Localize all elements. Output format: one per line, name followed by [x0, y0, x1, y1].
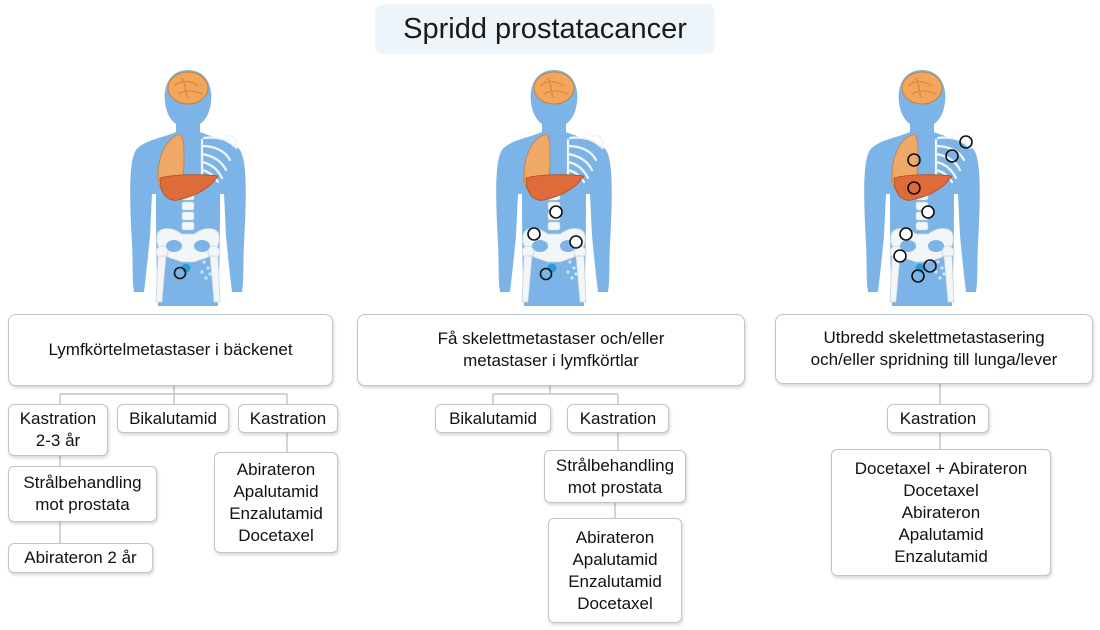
body-figure-widespread — [863, 68, 981, 306]
treatment-box-kastration-2: Kastration — [567, 404, 669, 433]
header-widespread-metastases: Utbredd skelettmetastasering och/eller s… — [775, 314, 1093, 384]
treatment-box-drugs-few-bone: Abirateron Apalutamid Enzalutamid Doceta… — [548, 518, 682, 623]
metastasis-markers — [893, 135, 973, 283]
treatment-box-drugs-widespread: Docetaxel + Abirateron Docetaxel Abirate… — [831, 449, 1051, 576]
treatment-box-kastration-3: Kastration — [887, 404, 989, 433]
treatment-box-bikalutamid: Bikalutamid — [117, 404, 229, 433]
treatment-box-kastration-2-3-ar: Kastration 2-3 år — [8, 404, 108, 456]
metastasis-marker — [173, 266, 187, 280]
treatment-box-abirateron-2-ar: Abirateron 2 år — [8, 543, 153, 573]
treatment-box-stralbehandling: Strålbehandling mot prostata — [8, 466, 157, 522]
metastasis-markers — [527, 205, 583, 281]
page-title: Spridd prostatacancer — [375, 4, 715, 54]
header-lymph-pelvis: Lymfkörtelmetastaser i bäckenet — [8, 314, 333, 386]
body-figure-few-bone — [495, 68, 613, 306]
treatment-box-stralbehandling-2: Strålbehandling mot prostata — [544, 450, 686, 503]
header-few-bone-metastases: Få skelettmetastaser och/eller metastase… — [357, 314, 745, 386]
body-figure-lymph — [129, 68, 247, 306]
treatment-box-drugs-lymph: Abirateron Apalutamid Enzalutamid Doceta… — [214, 452, 338, 553]
treatment-box-kastration: Kastration — [238, 404, 338, 433]
treatment-box-bikalutamid-2: Bikalutamid — [435, 404, 551, 433]
